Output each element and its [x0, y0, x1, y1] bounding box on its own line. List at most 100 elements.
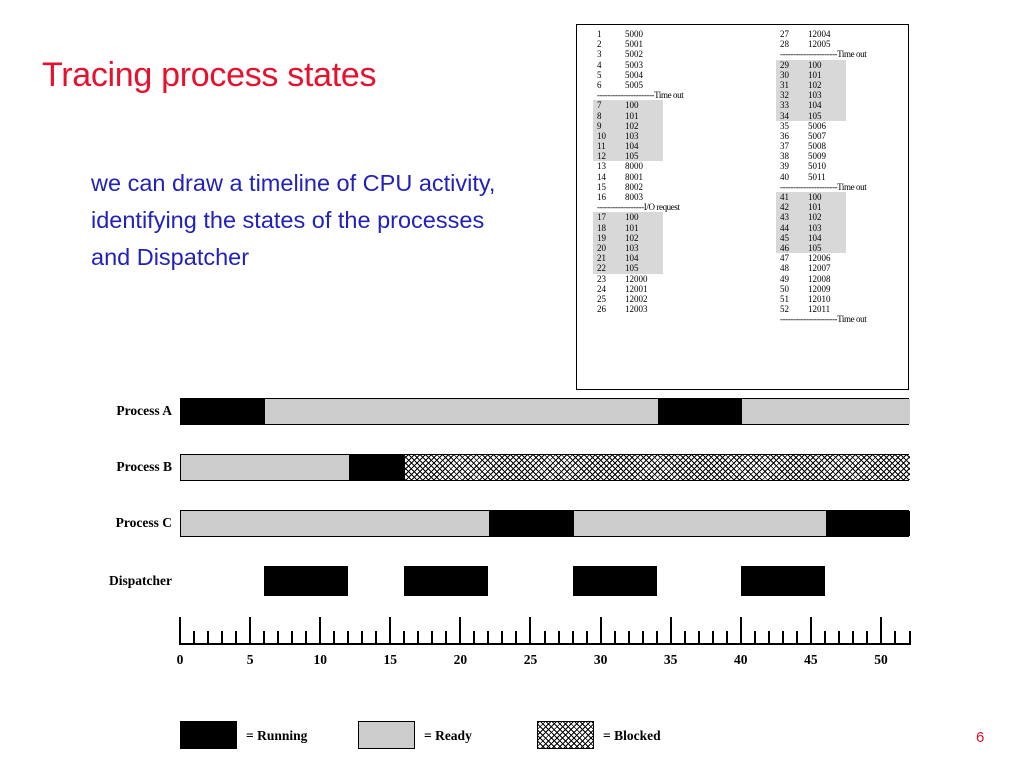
trace-step-number: 40	[780, 171, 789, 182]
process-label: Process A	[116, 403, 172, 418]
axis-tick-label: 5	[246, 652, 254, 667]
segment-ready	[573, 511, 826, 536]
trace-address: 103	[625, 130, 639, 141]
trace-address: 104	[808, 100, 822, 111]
trace-step-number: 48	[780, 263, 789, 274]
trace-step-number: 39	[780, 161, 789, 172]
axis-tick	[725, 631, 728, 645]
trace-address: 5011	[808, 171, 826, 182]
trace-separator: ------------------I/O request	[597, 202, 680, 213]
trace-address: 101	[808, 202, 822, 213]
axis-tick-label: 30	[593, 652, 608, 667]
segment-blocked	[405, 455, 910, 480]
segment-ready	[181, 455, 350, 480]
trace-step-number: 30	[780, 69, 789, 80]
axis-tick	[837, 631, 840, 645]
axis-tick	[179, 617, 181, 645]
trace-address: 5006	[808, 120, 826, 131]
axis-tick	[403, 631, 406, 645]
trace-address: 5007	[808, 130, 826, 141]
trace-address: 12001	[625, 283, 648, 294]
axis-tick-label: 10	[313, 652, 327, 667]
trace-step-number: 47	[780, 253, 789, 264]
axis-tick	[319, 617, 322, 645]
axis-tick	[361, 631, 364, 645]
trace-step-number: 20	[597, 242, 606, 253]
trace-row: 35 5006	[780, 121, 930, 131]
trace-step-number: 38	[780, 151, 789, 162]
process-label: Process B	[116, 459, 172, 474]
trace-address: 12008	[808, 273, 831, 284]
trace-address: 105	[808, 242, 822, 253]
axis-tick	[277, 631, 280, 645]
segment-ready	[181, 511, 490, 536]
trace-step-number: 14	[597, 171, 606, 182]
axis-tick	[655, 631, 658, 645]
trace-step-number: 36	[780, 130, 789, 141]
axis-tick-label: 35	[663, 652, 678, 667]
axis-tick	[683, 631, 686, 645]
axis-tick	[543, 631, 546, 645]
axis-tick	[501, 631, 504, 645]
axis-tick	[333, 631, 336, 645]
trace-step-number: 6	[597, 79, 602, 90]
trace-step-number: 52	[780, 304, 789, 315]
trace-address: 5008	[808, 141, 826, 152]
axis-tick	[389, 617, 392, 645]
axis-tick	[417, 631, 420, 645]
trace-step-number: 19	[597, 232, 606, 243]
axis-tick	[305, 631, 308, 645]
trace-separator: ----------------------Time out	[597, 90, 684, 101]
trace-address: 12006	[808, 253, 831, 264]
trace-address: 100	[625, 212, 639, 223]
trace-step-number: 5	[597, 69, 602, 80]
segment-ready	[741, 399, 910, 424]
axis-tick	[641, 631, 644, 645]
axis-tick	[431, 631, 434, 645]
trace-row: 39 5010	[780, 161, 930, 171]
segment-running	[657, 399, 742, 424]
trace-address: 104	[625, 141, 639, 152]
trace-step-number: 32	[780, 90, 789, 101]
axis-tick	[249, 617, 252, 645]
trace-separator: ----------------------Time out	[780, 314, 867, 325]
trace-row: 49 12008	[780, 274, 930, 284]
segment-ready	[265, 399, 658, 424]
segment-running	[825, 511, 910, 536]
trace-address: 12003	[625, 304, 648, 315]
trace-step-number: 9	[597, 120, 602, 131]
trace-address: 12002	[625, 293, 648, 304]
trace-address: 104	[808, 232, 822, 243]
trace-step-number: 13	[597, 161, 606, 172]
trace-step-number: 35	[780, 120, 789, 131]
axis-tick	[375, 631, 378, 645]
trace-step-number: 16	[597, 192, 606, 202]
trace-step-number: 49	[780, 273, 789, 284]
axis-tick-label: 0	[176, 652, 184, 667]
trace-step-number: 50	[780, 283, 789, 294]
trace-step-number: 17	[597, 212, 606, 223]
axis-tick	[585, 631, 588, 645]
trace-address: 100	[625, 100, 639, 111]
process-bar	[180, 454, 910, 481]
trace-step-number: 25	[597, 293, 606, 304]
axis-tick	[291, 631, 294, 645]
trace-address: 5010	[808, 161, 826, 172]
trace-address: 100	[808, 192, 822, 202]
trace-address: 8000	[625, 161, 643, 172]
trace-step-number: 27	[780, 29, 789, 39]
